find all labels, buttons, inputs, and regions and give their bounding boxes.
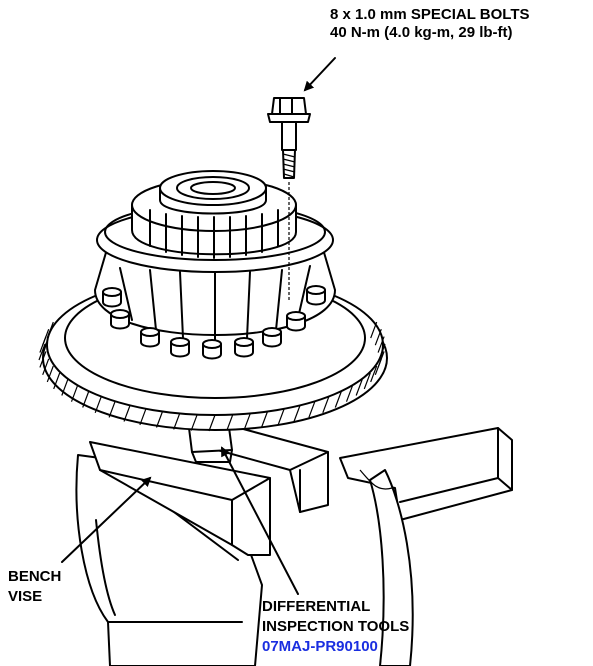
tools-part-number: 07MAJ-PR90100 — [262, 638, 378, 655]
tools-leader — [221, 446, 299, 595]
tools-label-line-2: INSPECTION TOOLS — [262, 618, 410, 635]
installed-bolts — [102, 285, 326, 360]
bolt-leader — [303, 57, 336, 92]
bench-vise-label-line-2: VISE — [8, 588, 43, 605]
differential-case — [94, 170, 336, 341]
tools-label-line-1: DIFFERENTIAL — [262, 598, 371, 615]
bench-vise-label-line-1: BENCH — [8, 568, 62, 585]
bolt-torque-line-2: 40 N-m (4.0 kg-m, 29 lb-ft) — [330, 24, 513, 41]
special-bolt — [267, 97, 311, 300]
bolt-spec-line-1: 8 x 1.0 mm SPECIAL BOLTS — [330, 6, 530, 23]
vise-leader — [61, 476, 152, 563]
